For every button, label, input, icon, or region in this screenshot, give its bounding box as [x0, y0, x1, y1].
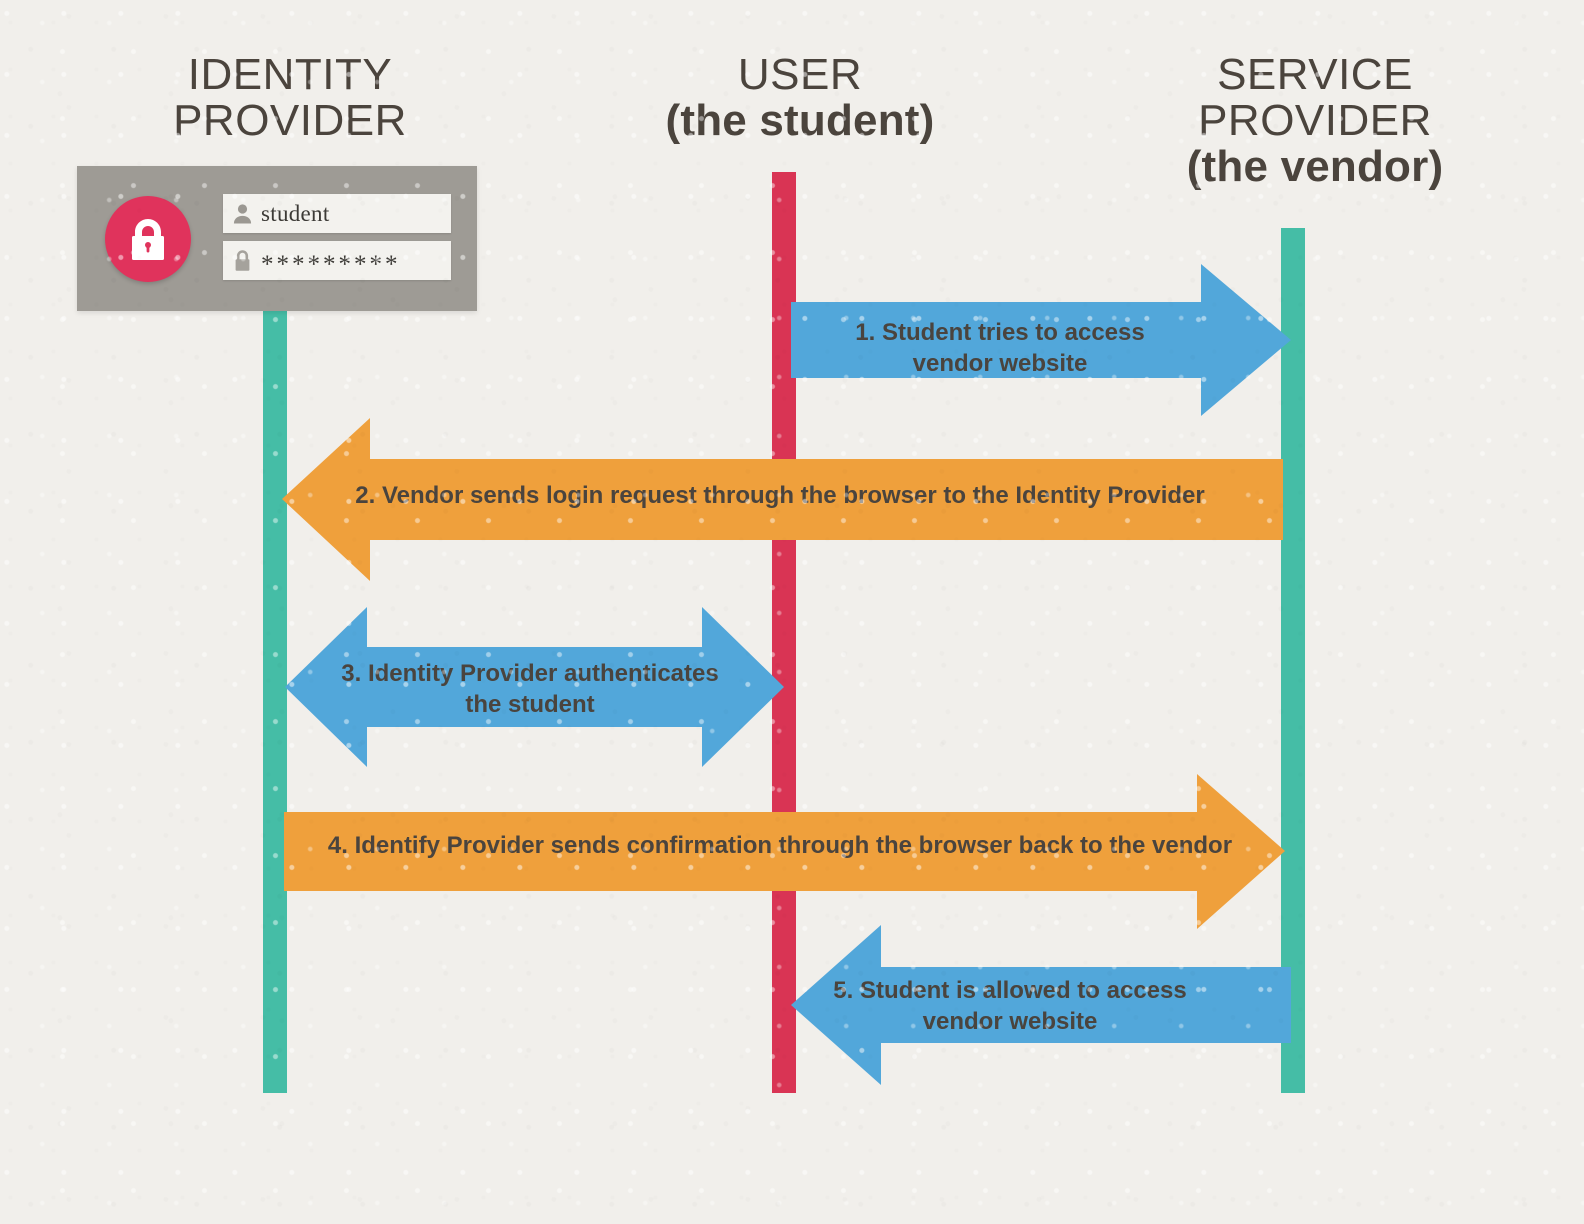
column-header-service-provider: SERVICE PROVIDER (the vendor) [1110, 52, 1520, 189]
sp-title-line3: (the vendor) [1186, 141, 1444, 191]
arrow-step-3 [285, 607, 784, 767]
lifeline-identity-provider [263, 310, 287, 1093]
password-field[interactable]: ********* [223, 241, 451, 280]
arrow-step-1 [791, 264, 1291, 416]
arrow-step-2 [282, 418, 1283, 581]
username-value: student [261, 200, 330, 226]
person-icon [223, 203, 261, 224]
username-field[interactable]: student [223, 194, 451, 233]
login-card: student ********* [77, 166, 477, 311]
padlock-icon [223, 249, 261, 272]
column-header-user: USER (the student) [600, 52, 1000, 144]
arrow-step-4 [284, 774, 1285, 929]
idp-title-line2: PROVIDER [173, 95, 407, 145]
user-title-line1: USER [737, 50, 863, 99]
sp-title-line2: PROVIDER [1198, 95, 1432, 145]
column-header-identity-provider: IDENTITY PROVIDER [60, 52, 520, 144]
password-value: ********* [261, 250, 401, 278]
sp-title-line1: SERVICE [1217, 50, 1413, 99]
user-title-line2: (the student) [665, 95, 935, 145]
padlock-badge-icon [105, 196, 191, 282]
arrow-step-5 [791, 925, 1291, 1085]
idp-title-line1: IDENTITY [187, 50, 393, 99]
lifeline-service-provider [1281, 228, 1305, 1093]
